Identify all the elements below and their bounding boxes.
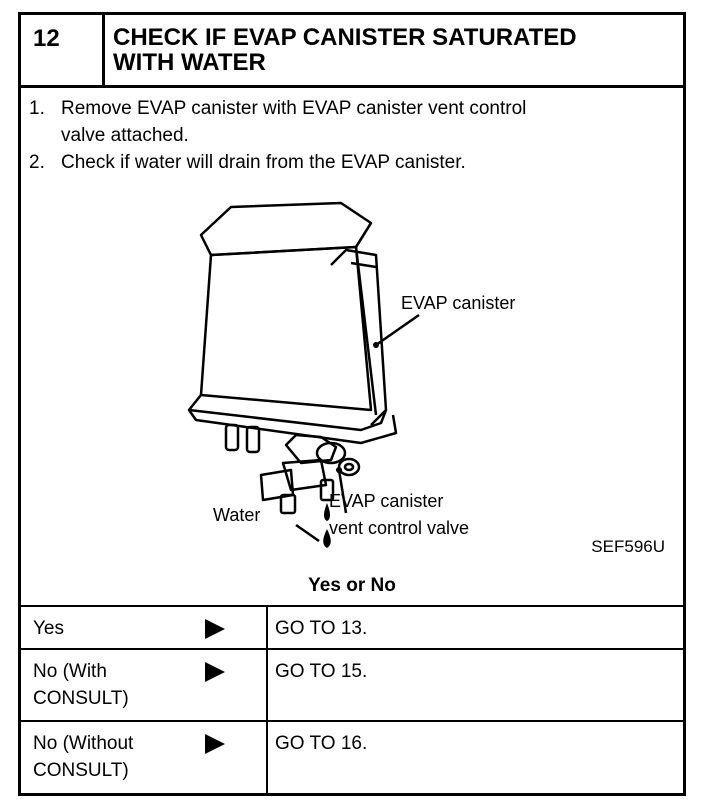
- decision-action: GO TO 13.: [275, 618, 368, 639]
- decision-answer-line-2: CONSULT): [33, 760, 129, 781]
- decision-table: Yes GO TO 13. No (With CONSULT) GO TO 15…: [21, 605, 683, 795]
- decision-row: No (With CONSULT) GO TO 15.: [21, 650, 683, 722]
- label-vent-valve-line-2: vent control valve: [329, 518, 470, 538]
- decision-answer-line-1: Yes: [33, 618, 64, 639]
- step-number: 12: [21, 15, 105, 85]
- decision-answer-line-1: No (With: [33, 661, 107, 682]
- table-divider: [266, 722, 268, 795]
- figure-code: SEF596U: [591, 537, 665, 556]
- step-title-line-2: WITH WATER: [113, 49, 266, 76]
- decision-answer: No (With CONSULT): [33, 658, 203, 712]
- instruction-list: 1. Remove EVAP canister with EVAP canist…: [29, 95, 669, 176]
- decision-answer: No (Without CONSULT): [33, 730, 203, 784]
- table-divider: [266, 607, 268, 648]
- decision-row: No (Without CONSULT) GO TO 16.: [21, 722, 683, 795]
- evap-canister-illustration: [171, 195, 571, 565]
- label-evap-canister: EVAP canister: [401, 293, 516, 313]
- instruction-item: 1. Remove EVAP canister with EVAP canist…: [29, 95, 669, 149]
- instruction-number: 1.: [29, 98, 45, 119]
- decision-row: Yes GO TO 13.: [21, 607, 683, 650]
- arrow-right-icon: [205, 619, 225, 639]
- procedure-frame: 12 CHECK IF EVAP CANISTER SATURATED WITH…: [18, 12, 686, 796]
- instruction-text-line-1: Check if water will drain from the EVAP …: [61, 152, 466, 173]
- decision-answer-line-2: CONSULT): [33, 688, 129, 709]
- decision-heading: Yes or No: [308, 575, 396, 596]
- instruction-text-line-2: valve attached.: [61, 125, 189, 146]
- label-water: Water: [213, 505, 261, 525]
- table-divider: [266, 650, 268, 720]
- step-header: 12 CHECK IF EVAP CANISTER SATURATED WITH…: [21, 15, 683, 88]
- decision-action: GO TO 16.: [275, 733, 368, 754]
- decision-answer-line-1: No (Without: [33, 733, 134, 754]
- step-title-line-1: CHECK IF EVAP CANISTER SATURATED: [113, 24, 577, 51]
- instruction-item: 2. Check if water will drain from the EV…: [29, 149, 669, 176]
- step-title: CHECK IF EVAP CANISTER SATURATED WITH WA…: [113, 25, 673, 75]
- decision-action: GO TO 15.: [275, 661, 368, 682]
- instruction-text-line-1: Remove EVAP canister with EVAP canister …: [61, 98, 527, 119]
- label-vent-valve-line-1: EVAP canister: [329, 491, 444, 511]
- arrow-right-icon: [205, 662, 225, 682]
- instruction-number: 2.: [29, 152, 45, 173]
- arrow-right-icon: [205, 734, 225, 754]
- canister-drawing: [187, 201, 420, 548]
- decision-answer: Yes: [33, 615, 203, 642]
